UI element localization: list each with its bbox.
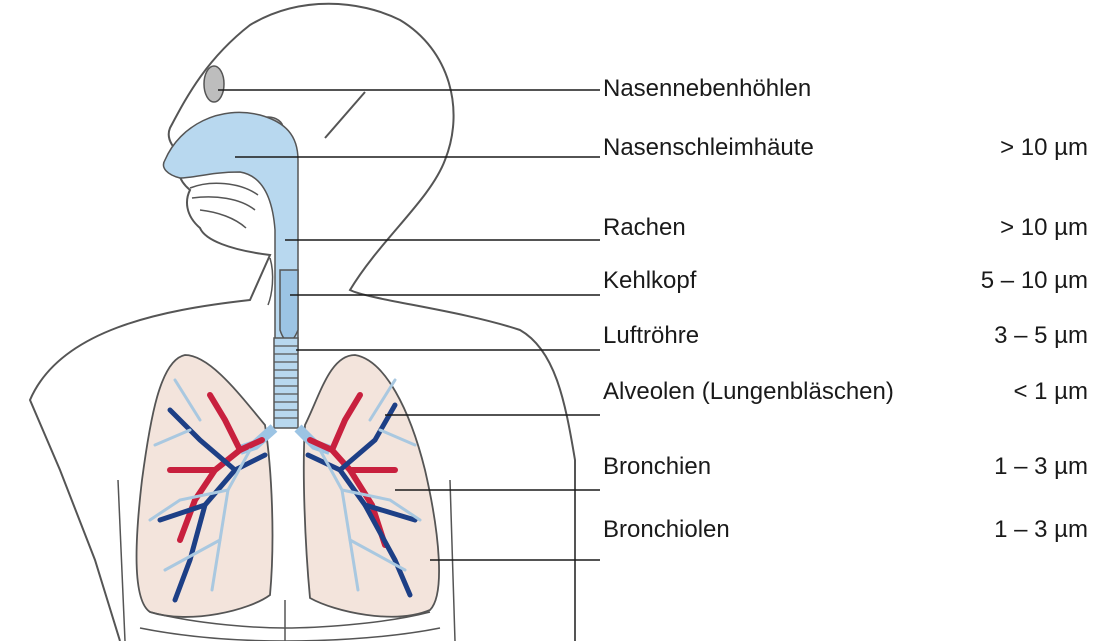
size-nasenschleimhaeute: > 10 µm xyxy=(1000,134,1088,162)
label-alveolen: Alveolen (Lungenbläschen) xyxy=(603,378,894,406)
size-alveolen: < 1 µm xyxy=(1013,378,1088,406)
label-nasenschleimhaeute: Nasenschleimhäute xyxy=(603,134,814,162)
label-nasennebenhoehlen: Nasennebenhöhlen xyxy=(603,75,811,103)
trachea xyxy=(274,338,298,428)
label-bronchien: Bronchien xyxy=(603,453,711,481)
nasal-cavity xyxy=(163,112,298,350)
label-rachen: Rachen xyxy=(603,214,686,242)
label-luftroehre: Luftröhre xyxy=(603,322,699,350)
right-lung xyxy=(304,355,439,617)
frontal-sinus xyxy=(204,66,224,102)
label-kehlkopf: Kehlkopf xyxy=(603,267,696,295)
skull-line xyxy=(325,92,365,138)
size-rachen: > 10 µm xyxy=(1000,214,1088,242)
rib-lines-2 xyxy=(140,628,440,641)
body-outline xyxy=(30,4,575,641)
size-bronchiolen: 1 – 3 µm xyxy=(994,516,1088,544)
mouth-lines xyxy=(190,183,258,228)
label-bronchiolen: Bronchiolen xyxy=(603,516,730,544)
side-line-left xyxy=(118,480,125,641)
larynx xyxy=(280,270,298,341)
size-luftroehre: 3 – 5 µm xyxy=(994,322,1088,350)
size-kehlkopf: 5 – 10 µm xyxy=(981,267,1088,295)
neck-line xyxy=(268,258,273,305)
size-bronchien: 1 – 3 µm xyxy=(994,453,1088,481)
